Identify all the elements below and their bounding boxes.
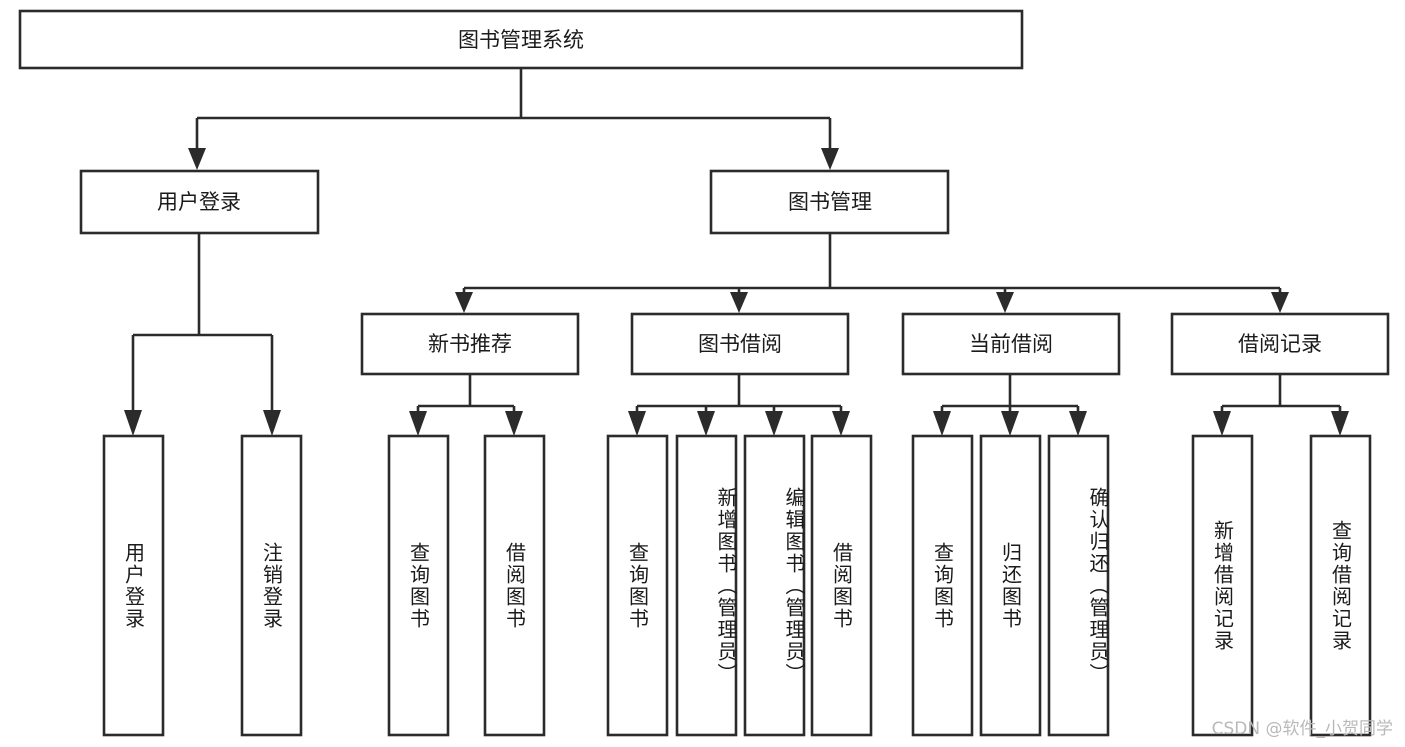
node-current-borrow-label: 当前借阅: [969, 332, 1053, 356]
connector-userlogin-to-leaves: [124, 233, 281, 436]
connector-root-to-level2: [188, 68, 839, 170]
node-root[interactable]: 图书管理系统: [18, 9, 1024, 70]
node-book-manage-label: 图书管理: [788, 190, 872, 214]
node-leaf-query-book-1[interactable]: [387, 434, 450, 737]
connector-newbook-to-leaves: [409, 374, 523, 436]
node-book-borrow[interactable]: 图书借阅: [630, 312, 850, 376]
node-leaf-query-book-2[interactable]: [606, 434, 669, 737]
node-leaf-query-book-3[interactable]: [911, 434, 974, 737]
node-leaf-return-book[interactable]: [979, 434, 1042, 737]
csdn-watermark: CSDN @软件_小贺同学: [1211, 719, 1393, 739]
node-leaf-edit-book[interactable]: [743, 434, 806, 737]
leaf-boxes: [102, 434, 1372, 737]
node-book-borrow-label: 图书借阅: [698, 332, 782, 356]
node-book-manage[interactable]: 图书管理: [709, 169, 950, 235]
connector-bookborrow-to-leaves: [628, 374, 850, 436]
connector-bookmanage-to-level3: [455, 233, 1289, 313]
node-leaf-add-book[interactable]: [675, 434, 738, 737]
node-borrow-record[interactable]: 借阅记录: [1170, 312, 1390, 376]
node-leaf-borrow-book-2[interactable]: [810, 434, 873, 737]
node-leaf-query-record[interactable]: [1309, 434, 1372, 737]
node-leaf-confirm-return[interactable]: [1047, 434, 1110, 737]
node-leaf-add-record[interactable]: [1191, 434, 1254, 737]
node-user-login[interactable]: 用户登录: [79, 169, 320, 235]
node-leaf-user-logout[interactable]: [240, 434, 303, 737]
connector-borrowrecord-to-leaves: [1213, 374, 1349, 436]
node-new-book-recommend-label: 新书推荐: [428, 332, 512, 356]
node-borrow-record-label: 借阅记录: [1238, 332, 1322, 356]
node-current-borrow[interactable]: 当前借阅: [901, 312, 1121, 376]
node-new-book-recommend[interactable]: 新书推荐: [360, 312, 580, 376]
node-root-label: 图书管理系统: [458, 28, 584, 52]
node-leaf-borrow-book-1[interactable]: [483, 434, 546, 737]
node-user-login-label: 用户登录: [157, 190, 241, 214]
node-leaf-user-login[interactable]: [102, 434, 165, 737]
connector-currentborrow-to-leaves: [933, 374, 1087, 436]
